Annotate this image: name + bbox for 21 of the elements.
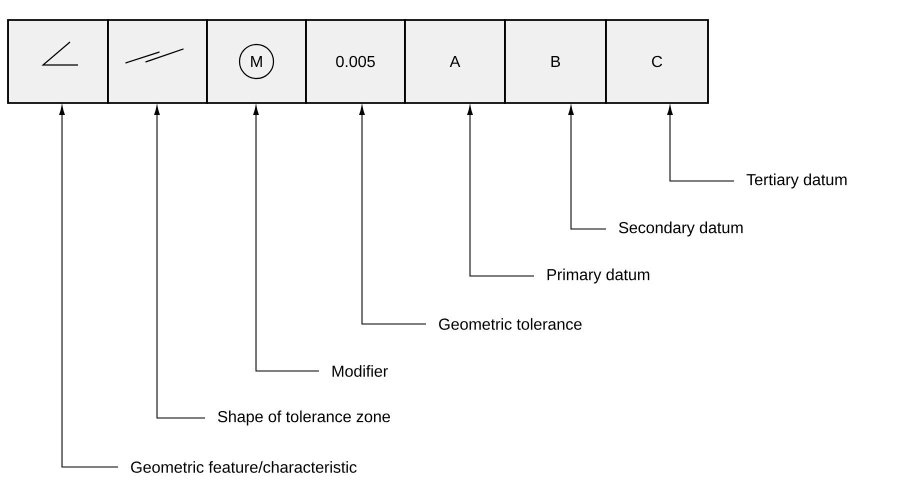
leader-arrow — [467, 106, 534, 277]
modifier-cell: M — [206, 19, 307, 104]
leader-arrow — [568, 106, 606, 230]
leader-arrow — [253, 106, 319, 372]
frame-cell: A — [404, 19, 506, 104]
symbol-cell — [107, 19, 208, 104]
callout-text: Shape of tolerance zone — [218, 410, 390, 426]
symbol-cell — [7, 19, 109, 104]
frame-cell: C — [605, 19, 709, 104]
leader-arrow — [59, 106, 118, 468]
callout-text: Secondary datum — [619, 222, 743, 236]
frame-cell: 0.005 — [305, 19, 406, 104]
callout-text: Geometric feature/characteristic — [131, 461, 357, 473]
callout-text: Modifier — [332, 365, 388, 377]
callout-text: Tertiary datum — [746, 174, 847, 188]
callout-text: Geometric tolerance — [439, 318, 582, 330]
callout-text: Primary datum — [548, 268, 650, 284]
leader-arrow — [667, 106, 734, 182]
leader-arrow — [359, 106, 426, 325]
leader-arrow — [154, 106, 205, 419]
frame-cell: B — [504, 19, 607, 104]
